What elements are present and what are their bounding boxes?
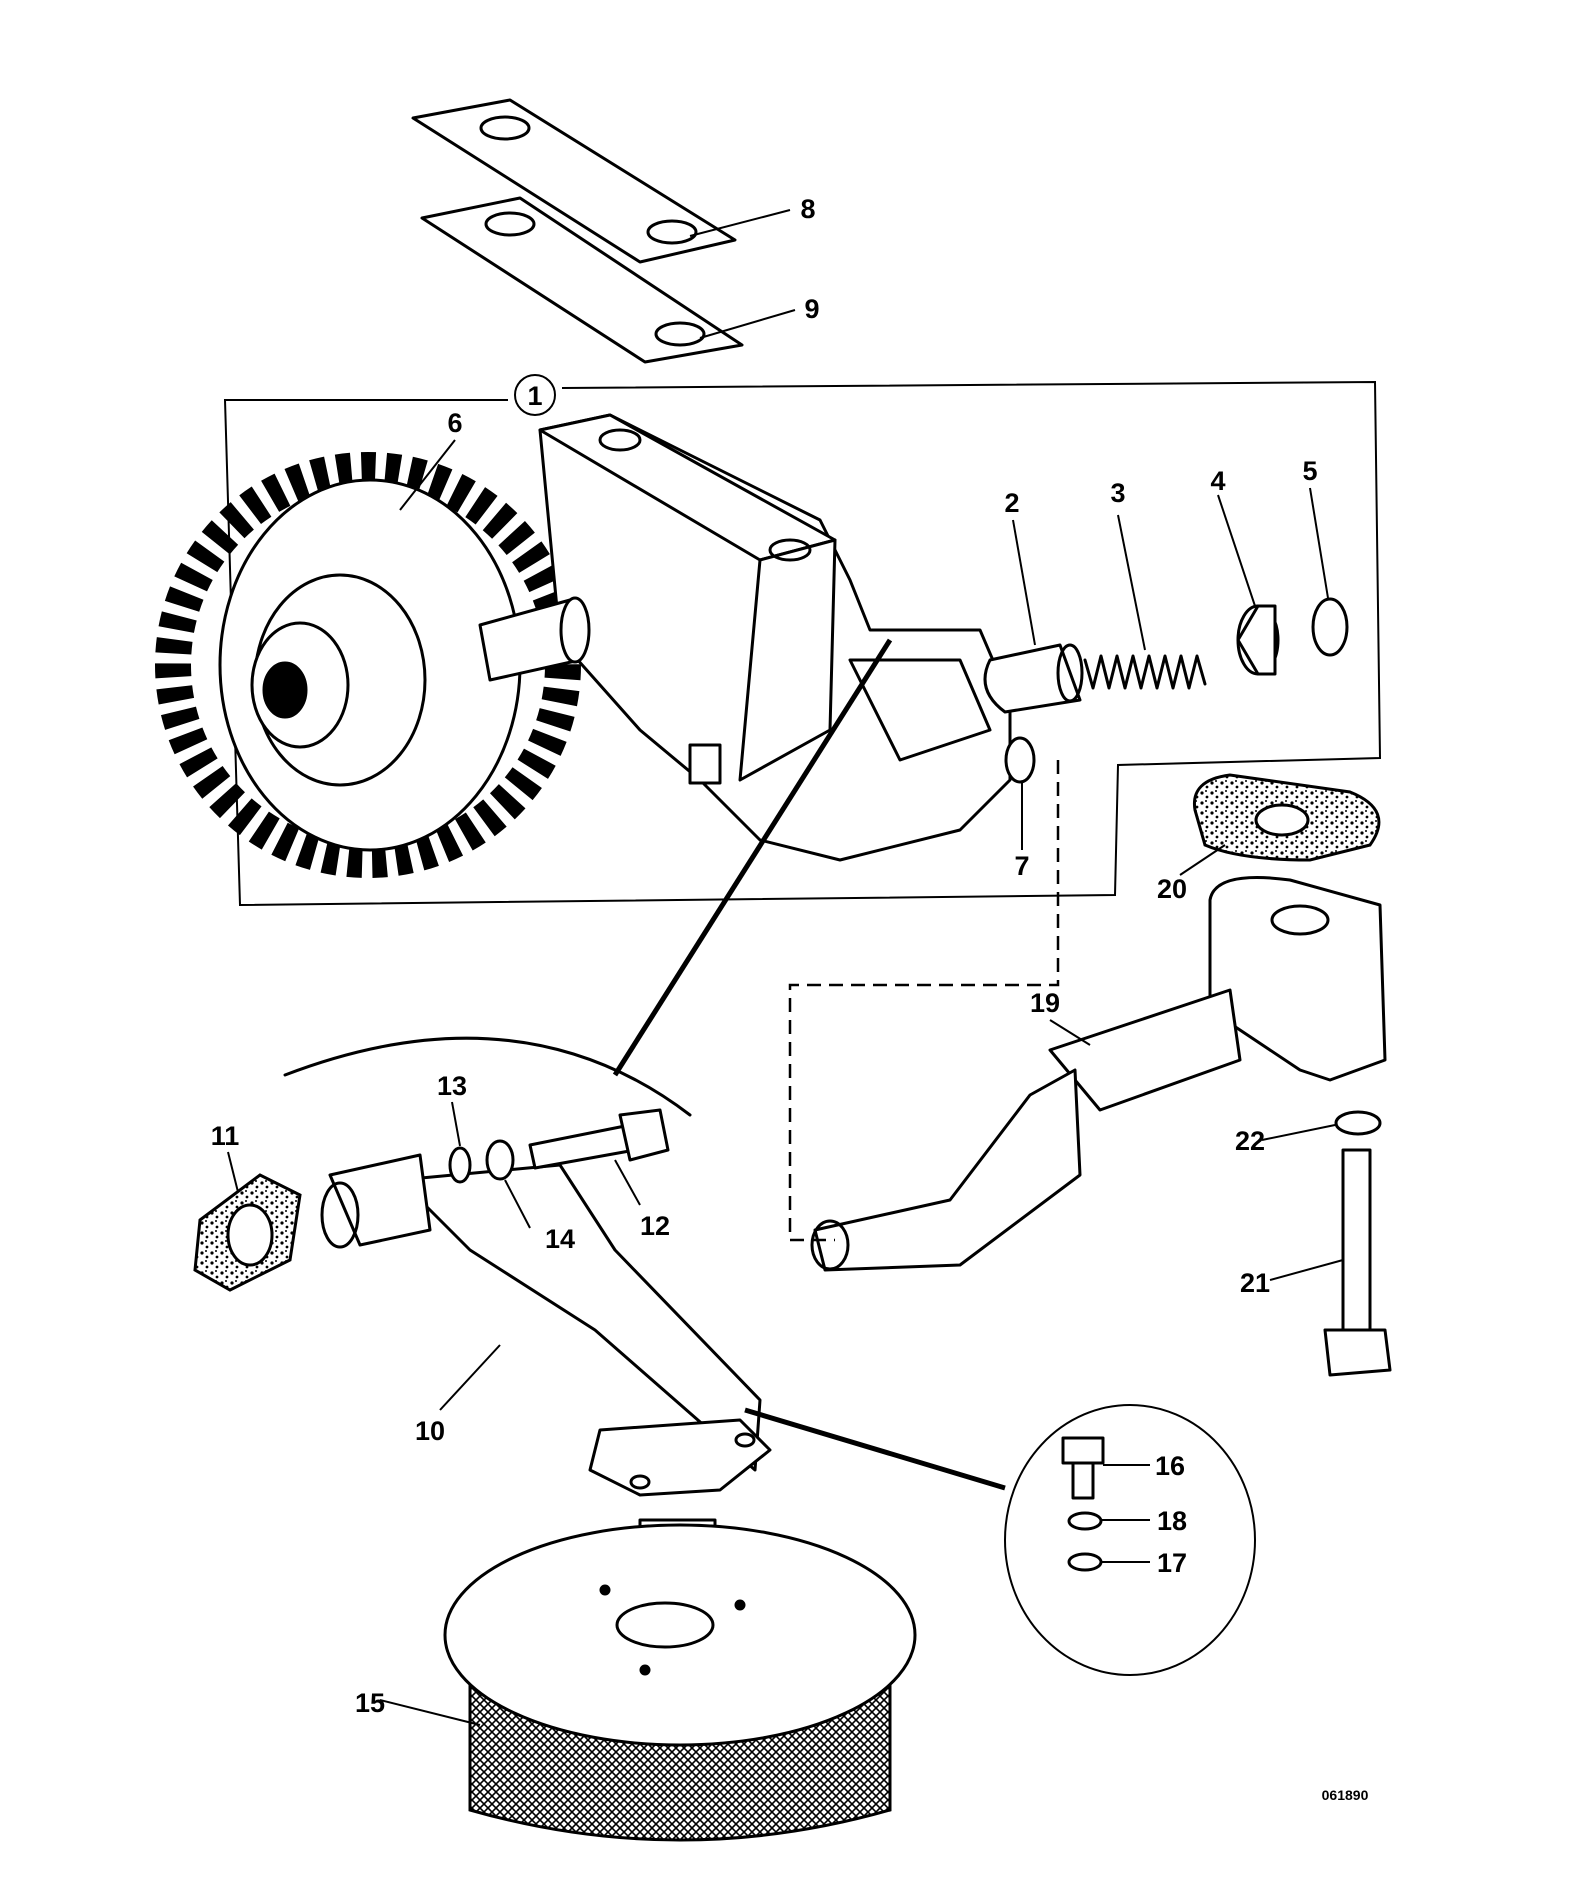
relief-valve-plunger [983, 643, 1084, 714]
callout-circle-1 [514, 374, 556, 416]
callout-22: 22 [1235, 1126, 1265, 1156]
strainer [443, 1523, 917, 1842]
washer-13 [448, 1146, 472, 1184]
callout-20: 20 [1157, 874, 1187, 904]
leader-5 [1309, 487, 1329, 599]
leader-22 [1261, 1124, 1336, 1141]
callout-6: 6 [447, 408, 462, 438]
valve-cap [1236, 604, 1280, 676]
leader-6 [399, 439, 456, 511]
drawing-reference: 061890 [1322, 1787, 1369, 1803]
leader-12 [614, 1159, 641, 1206]
callout-9: 9 [804, 294, 819, 324]
gasket-lower [420, 196, 744, 364]
leader-14 [504, 1179, 531, 1229]
bolt-21 [1323, 1148, 1392, 1377]
callout-14: 14 [545, 1224, 575, 1254]
washer-14 [485, 1139, 515, 1181]
leader-19 [1049, 1019, 1091, 1046]
callout-1: 1 [527, 381, 542, 411]
washer-17 [1067, 1552, 1103, 1572]
leader-pipe-to-detail [744, 1407, 1006, 1491]
sump-outline [283, 1036, 692, 1117]
leader-8 [689, 209, 791, 237]
callout-21: 21 [1240, 1268, 1270, 1298]
leader-20 [1179, 844, 1226, 876]
leader-15 [379, 1699, 481, 1726]
detail-circle [1004, 1404, 1256, 1676]
leader-body-to-pipe [612, 638, 893, 1077]
assembly-boundary [223, 380, 1382, 907]
bracket-gasket [1192, 773, 1381, 862]
callout-15: 15 [355, 1688, 385, 1718]
leader-11 [227, 1151, 239, 1193]
callout-7: 7 [1014, 851, 1029, 881]
bolt-16 [1061, 1436, 1105, 1500]
callout-8: 8 [800, 194, 815, 224]
relief-valve-spring [1083, 654, 1207, 690]
delivery-pipe [810, 988, 1242, 1272]
callout-10: 10 [415, 1416, 445, 1446]
callout-11: 11 [211, 1121, 240, 1151]
leader-3 [1117, 514, 1146, 651]
spring-washer-18 [1067, 1511, 1103, 1531]
callout-18: 18 [1157, 1506, 1187, 1536]
callout-4: 4 [1210, 466, 1225, 496]
leader-2 [1012, 519, 1036, 646]
leader-9 [699, 309, 796, 339]
dashed-oil-path [788, 760, 1060, 1242]
gasket-upper [411, 98, 737, 264]
callout-2: 2 [1004, 488, 1019, 518]
pipe-flange-gasket [193, 1173, 302, 1292]
leader-4 [1217, 494, 1256, 607]
callout-19: 19 [1030, 988, 1060, 1018]
leader-13 [451, 1101, 461, 1147]
suction-pipe [320, 1153, 772, 1582]
callout-17: 17 [1157, 1548, 1187, 1578]
callout-13: 13 [437, 1071, 467, 1101]
circlip [1311, 597, 1349, 657]
callout-5: 5 [1302, 456, 1317, 486]
leader-21 [1269, 1259, 1344, 1281]
pump-body [478, 413, 1036, 862]
callout-3: 3 [1110, 478, 1125, 508]
leader-10 [439, 1344, 501, 1411]
callout-16: 16 [1155, 1451, 1185, 1481]
callout-12: 12 [640, 1211, 670, 1241]
pipe-bracket [1208, 876, 1387, 1082]
washer-22 [1334, 1110, 1382, 1136]
bolt-12 [528, 1108, 670, 1170]
